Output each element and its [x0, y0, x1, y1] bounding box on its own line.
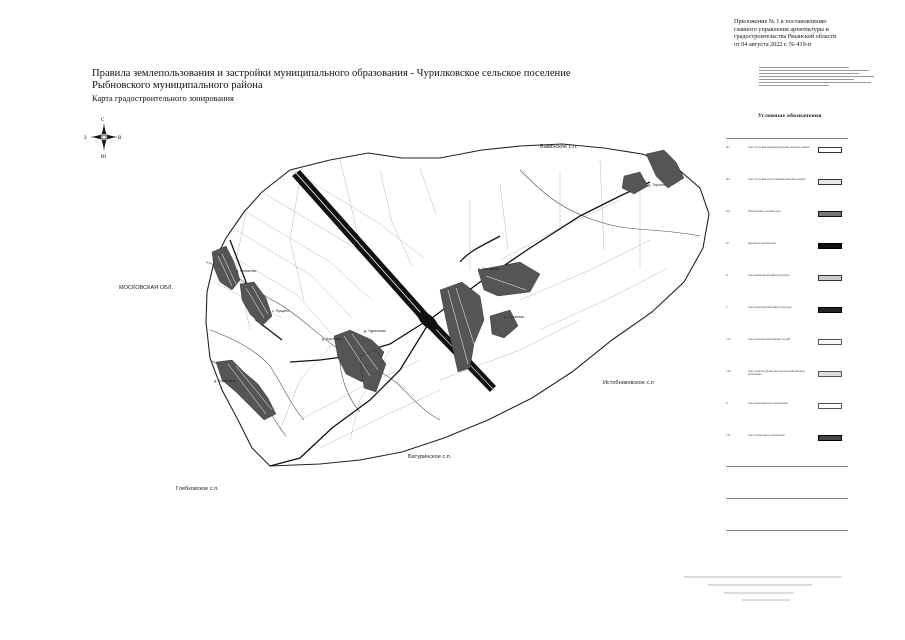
legend-code: П1 [726, 242, 730, 245]
village-label: д. Чурилково [364, 329, 386, 333]
legend-label: Зона сельскохозяйственных угодий [748, 338, 790, 341]
map-sheet-name: Карта градостроительного зонирования [92, 94, 234, 103]
legend-label: Общественно-деловая зона [748, 210, 781, 213]
village-label: д. Бортники [322, 337, 342, 341]
legend-item: И Зона инженерной инфраструктуры [726, 274, 856, 281]
village-label: д. Борисовка [214, 379, 236, 383]
legend-swatch [818, 243, 842, 249]
legend-panel: Ж1 Зона застройки индивидуальными жилыми… [726, 126, 856, 542]
legend-code: Р [726, 402, 728, 405]
legend-code: И [726, 274, 729, 277]
station-knot [418, 312, 438, 330]
legend-code: СХ2 [726, 370, 732, 373]
legend-rule [726, 466, 848, 467]
legend-rule [726, 530, 848, 531]
legend-code: Ж2 [726, 178, 730, 181]
legend-label: Производственная зона [748, 242, 776, 245]
village-label: д. Листвянка [478, 267, 499, 271]
legend-label: Зона застройки малоэтажными жилыми домам… [748, 178, 806, 181]
legend-code: СН [726, 434, 730, 437]
neighbor-label-istobnikovo: Истобниковское с.п [603, 380, 654, 386]
legend-swatch [818, 403, 842, 409]
appendix-note: Приложение № 1 к постановлению главного … [734, 18, 899, 48]
legend-code: Т [726, 306, 728, 309]
legend-swatch [818, 371, 842, 377]
signature-lines [684, 576, 842, 601]
legend-item: Ж1 Зона застройки индивидуальными жилыми… [726, 146, 856, 153]
legend-code: Ж1 [726, 146, 730, 149]
map-title: Правила землепользования и застройки мун… [92, 68, 571, 79]
east-label: В [118, 136, 122, 141]
legend-swatch [818, 307, 842, 313]
legend-swatch [818, 179, 842, 185]
legend-swatch [818, 147, 842, 153]
south-label: Ю [101, 155, 106, 160]
village-stripes [217, 253, 527, 415]
legend-label: Зона рекреационного назначения [748, 402, 788, 405]
legend-item: Р Зона рекреационного назначения [726, 402, 856, 409]
legend-code: ОД [726, 210, 730, 213]
legend-item: СХ2 Зона, занятая объектами сельскохозяй… [726, 370, 856, 377]
appendix-line: градостроительства Рязанской области [734, 33, 837, 41]
legend-label: Зона инженерной инфраструктуры [748, 274, 790, 277]
legend-rule [726, 138, 848, 139]
legend-label: Зона специального назначения [748, 434, 785, 437]
field-parcels [213, 159, 669, 449]
legend-item: П1 Производственная зона [726, 242, 856, 249]
legend-label: Зона транспортной инфраструктуры [748, 306, 792, 309]
appendix-line: от 04 августа 2022 г. № 419-п [734, 40, 812, 48]
village-hatches [211, 149, 685, 421]
legend-swatch [818, 435, 842, 441]
north-arrow-icon [91, 124, 117, 150]
legend-rule [726, 498, 848, 499]
legend-item: СН Зона специального назначения [726, 434, 856, 441]
village-label: д. Торчино [648, 183, 666, 187]
village-label: д. Срезнево [504, 315, 524, 319]
north-label: С [101, 118, 105, 123]
legend-swatch [818, 275, 842, 281]
neighbor-label-baturino: Батуринское с.п. [408, 454, 452, 460]
legend-swatch [818, 339, 842, 345]
map-title-block: Правила землепользования и застройки мун… [92, 68, 652, 104]
legend-label: Зона застройки индивидуальными жилыми до… [748, 146, 810, 149]
legend-label: Зона, занятая объектами сельскохозяйстве… [748, 370, 806, 377]
map-subtitle: Рыбновского муниципального района [92, 80, 263, 91]
legend-code: СХ1 [726, 338, 732, 341]
neighbor-label-vakino: Вакинское с.п. [540, 144, 578, 150]
village-label: д. Кременье [236, 269, 257, 273]
legend-heading: Условные обозначения [758, 113, 822, 119]
legend-item: Ж2 Зона застройки малоэтажными жилыми до… [726, 178, 856, 185]
west-label: З [84, 136, 87, 141]
neighbor-label-glebkovo: Глебковское с.п. [176, 486, 219, 492]
appendix-line: главного управления архитектуры и [734, 25, 829, 33]
neighbor-label-moscow: МОСКОВСКАЯ ОБЛ. [119, 285, 173, 291]
legend-item: СХ1 Зона сельскохозяйственных угодий [726, 338, 856, 345]
legend-item: ОД Общественно-деловая зона [726, 210, 856, 217]
legend-item: Т Зона транспортной инфраструктуры [726, 306, 856, 313]
appendix-line: Приложение № 1 к постановлению [734, 18, 827, 25]
village-label: с. Пущино [272, 309, 289, 313]
legend-preamble [759, 67, 894, 86]
legend-swatch [818, 211, 842, 217]
